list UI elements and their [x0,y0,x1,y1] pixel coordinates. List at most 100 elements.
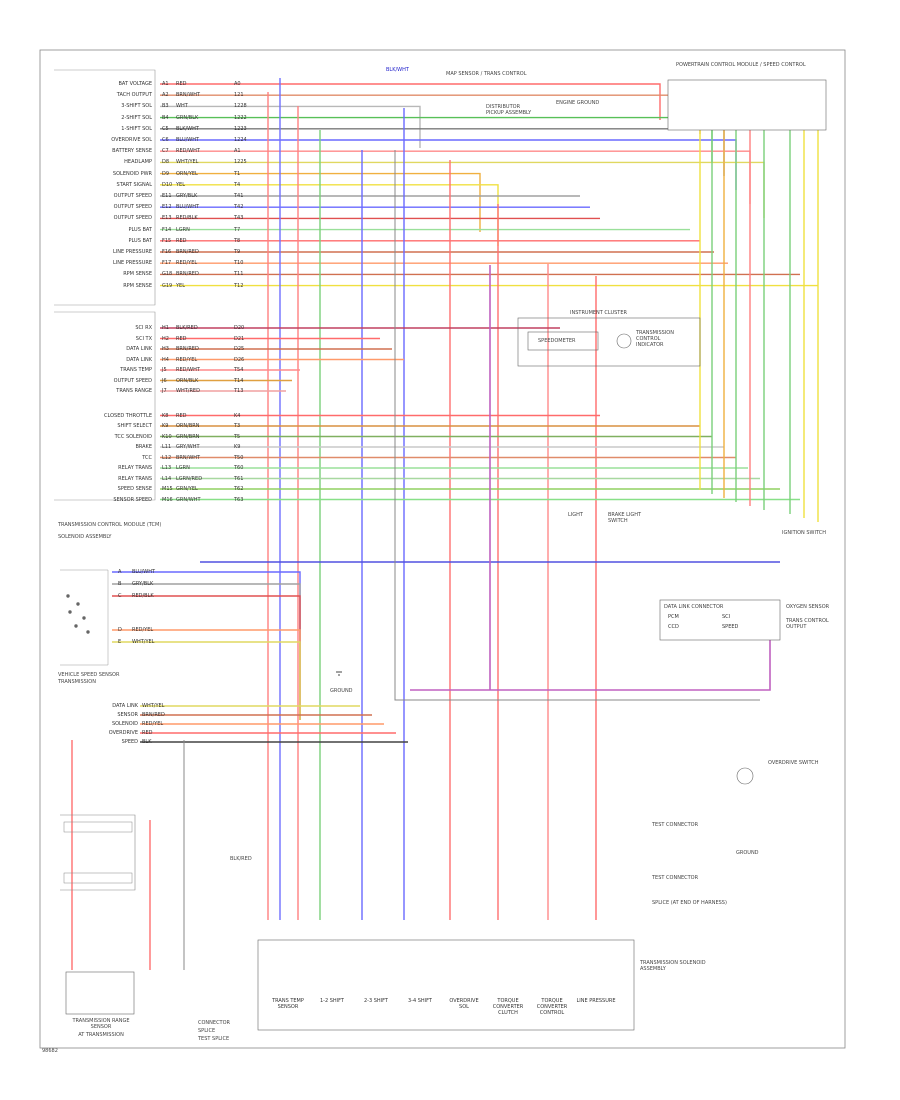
ecu-wire-color: LGRN/RED [176,475,203,482]
ecu-pin-label: RELAY TRANS [118,465,152,471]
ecu-circuit: T1 [234,170,241,177]
ecu-wire-color: RED [176,81,187,87]
ecu-pin-id: J5 [162,367,167,373]
ecu-wire-color: RED [176,335,187,342]
ecu-wire-color: BRN/WHT [176,454,201,461]
left-pin-wire: RED/YEL [132,627,154,633]
left-pin-wire-path [112,595,301,720]
data-link-wire: RED/YEL [142,721,164,727]
ecu-wire-color: GRY/BLK [176,193,198,199]
speedometer-box [527,331,599,351]
ecu-wire-color: RED/WHT [176,148,200,155]
ecu-circuit: T8 [234,237,241,244]
ecu-pin-id: M15 [162,486,173,492]
overdrive-switch-caption: OVERDRIVE SWITCH [768,760,819,766]
ecu-circuit: T9 [234,249,241,255]
ecu-wire-color: BLK/WHT [176,125,199,132]
ecu-wire-color: BLU/WHT [176,204,200,211]
ecu-pin-id: F15 [162,237,172,244]
ecu-pin-id: F17 [162,260,172,267]
ecu-wire-color: BRN/WHT [176,92,201,99]
ecu-wire-color: RED/YEL [176,260,198,267]
ecu-circuit: T13 [234,388,244,394]
ecu-pin-label: PLUS BAT [128,237,153,244]
ecu-wire-color: RED/YEL [176,356,198,363]
ecu-circuit: T4 [234,181,241,188]
left-pin-wire: BLU/WHT [132,569,156,575]
page-number: 98682 [42,1048,58,1054]
ecu-wire-color: BRN/RED [176,249,199,255]
left-pin-id: B [118,581,122,587]
ecu-pin-label: SOLENOID PWR [112,170,152,177]
ecu-wire-color: BLU/WHT [176,137,200,143]
ecu-pin-label: BATTERY SENSE [112,148,152,155]
ecu-circuit: T50 [234,454,244,461]
test-connector-caption: TEST CONNECTOR [652,822,699,828]
ecu-wire-color: WHT/RED [176,388,200,394]
ecu-pin-label: RPM SENSE [123,271,152,278]
ecu-pin-label: TACH OUTPUT [116,92,152,99]
ecu-wire-color: RED [176,412,187,419]
ecu-wire-color: GRY/WHT [176,444,200,450]
data-link-label: SENSOR [117,712,138,718]
ecu-circuit: T3 [234,423,241,429]
dash-connector-title: DATA LINK CONNECTOR [664,604,724,610]
ecu-wire-color: RED/BLK [176,215,198,222]
solenoid-cell-label: 3-4 SHIFT [407,998,432,1004]
overdrive-lamp [736,767,754,785]
wire-A0 [160,83,661,120]
ecu-circuit: T10 [234,260,244,267]
ecu-pin-label: TCC [142,454,152,461]
solenoid-cell-label: OVERDRIVE SOL [449,998,479,1010]
ecu-pin-label: OVERDRIVE SOL [111,137,152,143]
ecu-wire-color: LGRN [176,465,190,471]
bottom-left-sub: AT TRANSMISSION [78,1032,124,1038]
legend-connector: CONNECTOR [198,1020,231,1026]
ecu-pin-id: M16 [162,496,173,503]
instrument-cluster [517,317,701,367]
data-link-wire: WHT/YEL [142,703,165,709]
ecu-pin-id: E13 [162,215,172,222]
ecu-pin-label: SCI RX [135,325,152,331]
ecu-pin-id: G18 [162,271,173,278]
ecu-circuit: T54 [234,367,244,373]
ecu-pin-id: B4 [162,114,169,121]
ecu-pin-id: D8 [162,159,170,166]
mid-left-caption: VEHICLE SPEED SENSOR [58,672,120,678]
pcm-caption: POWERTRAIN CONTROL MODULE / SPEED CONTRO… [676,62,806,68]
ecu-pin-id: J6 [162,377,167,384]
ecu-pin-id: C5 [162,125,169,132]
ecu-wire-color: WHT/YEL [176,159,199,166]
ecu-wire-color: WHT [176,103,188,110]
ecu-pin-label: SCI TX [135,335,152,342]
ecu-pin-label: RPM SENSE [123,282,152,289]
ecu-pin-id: C7 [162,148,169,155]
ecu-circuit: T5 [234,433,241,440]
ecu-wire-color: GRN/BLK [176,114,199,121]
ecu-circuit: T42 [234,204,244,211]
legend-splice2: TEST SPLICE [198,1036,230,1042]
ecu-pin-id: C6 [162,137,169,143]
ecu-wire-color: BLK/RED [176,325,198,331]
cluster-title: INSTRUMENT CLUSTER [570,310,627,316]
test-connector2-sub: SPLICE (AT END OF HARNESS) [652,900,727,906]
ecu-pin-id: H2 [162,335,169,342]
ecu-pin-id: K8 [162,412,169,419]
ecu-pin-label: TCC SOLENOID [114,433,152,440]
ecu-circuit: D20 [234,325,245,331]
ecu-pin-id: K9 [162,423,169,429]
top-bus-caption: MAP SENSOR / TRANS CONTROL [446,71,527,77]
ecu-pin-id: A1 [162,81,169,87]
ecu-pin-id: L12 [162,454,172,461]
light-label: LIGHT [568,512,583,518]
solenoid-cell-label: LINE PRESSURE [576,998,616,1004]
left-pin-wire-path [112,583,301,720]
solenoid-cell-label: 1-2 SHIFT [319,998,344,1004]
dash-connector-item: SPEED [722,624,739,630]
diagram-frame [39,49,846,1049]
dash-connector-item: PCM [668,614,679,620]
ecu-wire-color: ORN/BRN [176,423,200,429]
distributor-caption: DISTRIBUTOR PICKUP ASSEMBLY [486,104,532,116]
ecu-pin-label: PLUS BAT [128,226,153,233]
ecu-circuit: 1224 [234,137,247,143]
